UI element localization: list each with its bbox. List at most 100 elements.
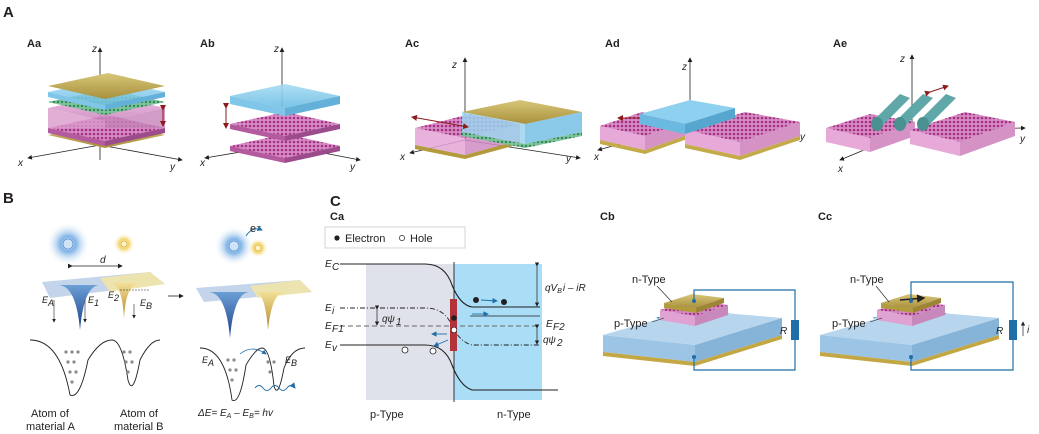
label-subscript: i <box>332 306 335 317</box>
hole <box>401 346 409 354</box>
z-axis-label: z <box>91 44 97 55</box>
energy-label: E <box>88 295 95 305</box>
energy-label: E <box>42 295 49 305</box>
x-axis-label: x <box>199 158 206 169</box>
y-axis-label: y <box>169 162 176 173</box>
energy-equation: ΔE= EA – EB= hv <box>197 408 274 420</box>
electron-transfer-arrow <box>245 225 263 237</box>
potential-well-b <box>255 292 285 330</box>
panel-label-Cb: Cb <box>600 211 615 223</box>
eq-part: – E <box>231 408 249 419</box>
ef1-label: E <box>325 321 332 332</box>
panel-Ca-band-diagram: Electron Hole E C E i E F1 E v E F2 qψ 1 <box>324 226 586 421</box>
panel-label-B: B <box>3 190 14 207</box>
atom-a-label: material A <box>26 421 76 433</box>
ei-label: E <box>325 303 332 314</box>
electron-symbol: e⁻ <box>250 223 262 235</box>
barrier-voltage-label: qVBi – iR <box>545 283 586 295</box>
z-axis-label: z <box>273 44 279 55</box>
label-subscript: 2 <box>556 338 563 349</box>
label-subscript: F1 <box>332 324 344 335</box>
conduction-band <box>340 263 540 308</box>
hole <box>450 326 458 334</box>
potential-well-b <box>110 283 140 318</box>
y-axis-label: y <box>349 162 356 173</box>
x-axis <box>27 144 101 160</box>
qvb-rest: i – iR <box>563 283 586 294</box>
panel-label-Ab: Ab <box>200 38 215 50</box>
z-axis-label: z <box>681 62 687 73</box>
energy-subscript: B <box>146 301 152 311</box>
x-axis-label: x <box>593 152 600 163</box>
electron-legend-dot <box>334 235 340 241</box>
energy-subscript: A <box>47 298 54 308</box>
n-type-label: n-Type <box>632 274 666 286</box>
hole-legend-dot <box>399 235 405 241</box>
panel-label-Aa: Aa <box>27 38 42 50</box>
legend-box <box>324 226 466 249</box>
panel-Ae: Ae z x y <box>826 38 1026 175</box>
distance-label: d <box>100 255 106 266</box>
qpsi1-label: qψ <box>382 314 396 325</box>
panel-label-Ae: Ae <box>833 38 847 50</box>
label-subscript: B <box>557 288 562 295</box>
z-axis-label: z <box>451 60 457 71</box>
ef2-label: E <box>546 319 553 330</box>
blue-slab <box>640 100 735 124</box>
energy-label: E <box>140 298 147 308</box>
resistor-label: R <box>780 326 787 337</box>
bound-electrons <box>226 358 276 382</box>
energy-subscript: A <box>207 358 214 368</box>
label-subscript: 1 <box>396 317 402 328</box>
legend-hole: Hole <box>410 233 433 245</box>
energy-subscript: B <box>291 358 297 368</box>
panel-label-Ad: Ad <box>605 38 620 50</box>
resistor-label: R <box>996 326 1003 337</box>
panel-label-Ca: Ca <box>330 211 345 223</box>
eq-subscript: B <box>249 413 254 420</box>
eq-part: ΔE= E <box>197 408 227 419</box>
panel-Ad: Ad z x y <box>593 38 806 163</box>
atom-a-label: Atom of <box>31 408 70 420</box>
svg-text:ΔE= EA – EB= hv: ΔE= EA – EB= hv <box>197 408 274 420</box>
nanowires <box>871 84 956 131</box>
interface-barrier <box>450 299 457 351</box>
x-axis-label: x <box>399 152 406 163</box>
resistor <box>1009 320 1017 340</box>
n-type-label: n-Type <box>850 274 884 286</box>
p-type-label: p-Type <box>370 409 404 421</box>
panel-label-Cc: Cc <box>818 211 832 223</box>
qpsi2-label: qψ <box>543 335 557 346</box>
substrate <box>603 310 782 345</box>
n-type-region <box>454 264 542 400</box>
intrinsic-level <box>340 307 540 346</box>
energy-label: E <box>108 290 115 300</box>
photon-wave <box>254 382 296 391</box>
y-axis-label: y <box>565 154 572 165</box>
panel-B-right: e⁻ E A E B ΔE= EA – EB= hv <box>196 223 312 420</box>
energy-label: E <box>285 355 292 365</box>
label-subscript: F2 <box>553 322 565 333</box>
y-axis-label: y <box>1019 134 1026 145</box>
panel-label-C: C <box>330 193 341 210</box>
ec-label: E <box>325 259 332 270</box>
ev-label: E <box>325 340 332 351</box>
panel-label-Ac: Ac <box>405 38 419 50</box>
hole <box>429 347 437 355</box>
x-axis-label: x <box>17 158 24 169</box>
panel-Aa: Aa z x y <box>17 38 183 173</box>
current-label: i <box>1027 325 1030 336</box>
double-well-potential <box>199 347 306 401</box>
atom-b-label: Atom of <box>120 408 159 420</box>
x-axis-label: x <box>837 164 844 175</box>
electron <box>451 315 457 321</box>
electron <box>501 299 507 305</box>
panel-Cc: Cc R i n-Type p-Type <box>818 211 1030 371</box>
z-axis-label: z <box>899 54 905 65</box>
potential-well-a <box>208 292 250 338</box>
substrate <box>820 310 999 345</box>
sliding-direction-arrow <box>899 294 926 303</box>
valence-band <box>340 344 558 391</box>
energy-subscript: 2 <box>113 293 119 303</box>
